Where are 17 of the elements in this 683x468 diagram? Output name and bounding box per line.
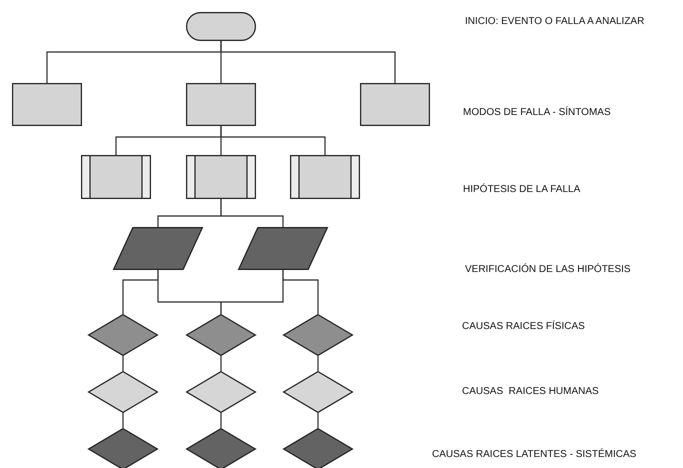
level-label: MODOS DE FALLA - SÍNTOMAS <box>463 107 611 118</box>
connector-line <box>220 41 396 83</box>
connector-line <box>282 270 319 314</box>
level-label: CAUSAS RAICES HUMANAS <box>462 386 599 397</box>
connector-line <box>122 413 124 428</box>
level-label: HIPÓTESIS DE LA FALLA <box>463 184 580 195</box>
level-label: CAUSAS RAICES FÍSICAS <box>462 321 585 332</box>
level-label: CAUSAS RAICES LATENTES - SISTÉMICAS <box>432 449 636 460</box>
connector-line <box>220 126 326 155</box>
connector-line <box>220 413 222 428</box>
connector-line <box>317 356 319 371</box>
level-label: INICIO: EVENTO O FALLA A ANALIZAR <box>465 16 644 27</box>
connector-line <box>220 356 222 371</box>
connector-line <box>220 199 284 227</box>
level-label: VERIFICACIÓN DE LAS HIPÓTESIS <box>465 264 631 275</box>
connector-line <box>317 413 319 428</box>
connector-line <box>122 356 124 371</box>
